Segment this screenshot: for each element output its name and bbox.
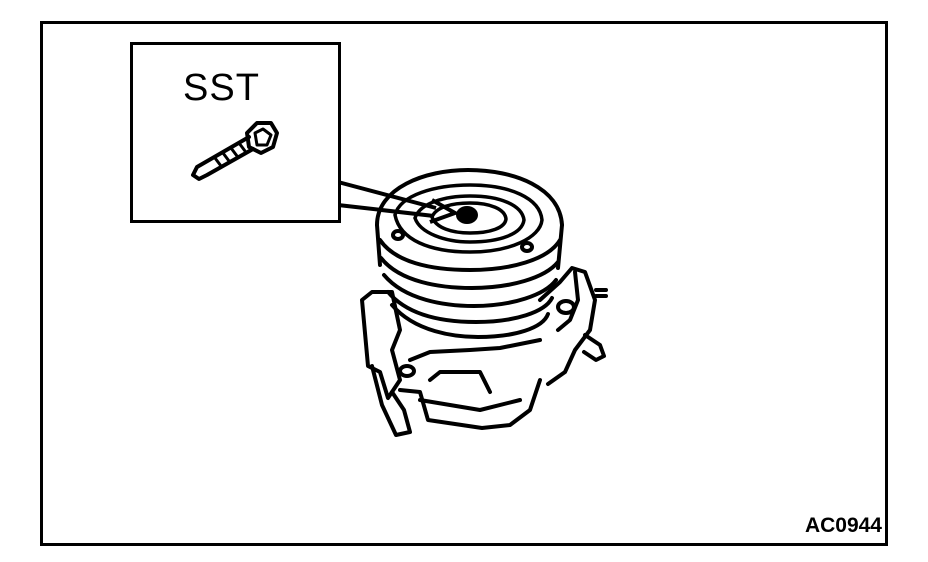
sst-label: SST <box>183 67 260 109</box>
figure-frame <box>40 21 888 546</box>
sst-inset-box: SST <box>130 42 341 223</box>
bolt-icon <box>191 121 279 181</box>
figure-code: AC0944 <box>804 514 882 537</box>
